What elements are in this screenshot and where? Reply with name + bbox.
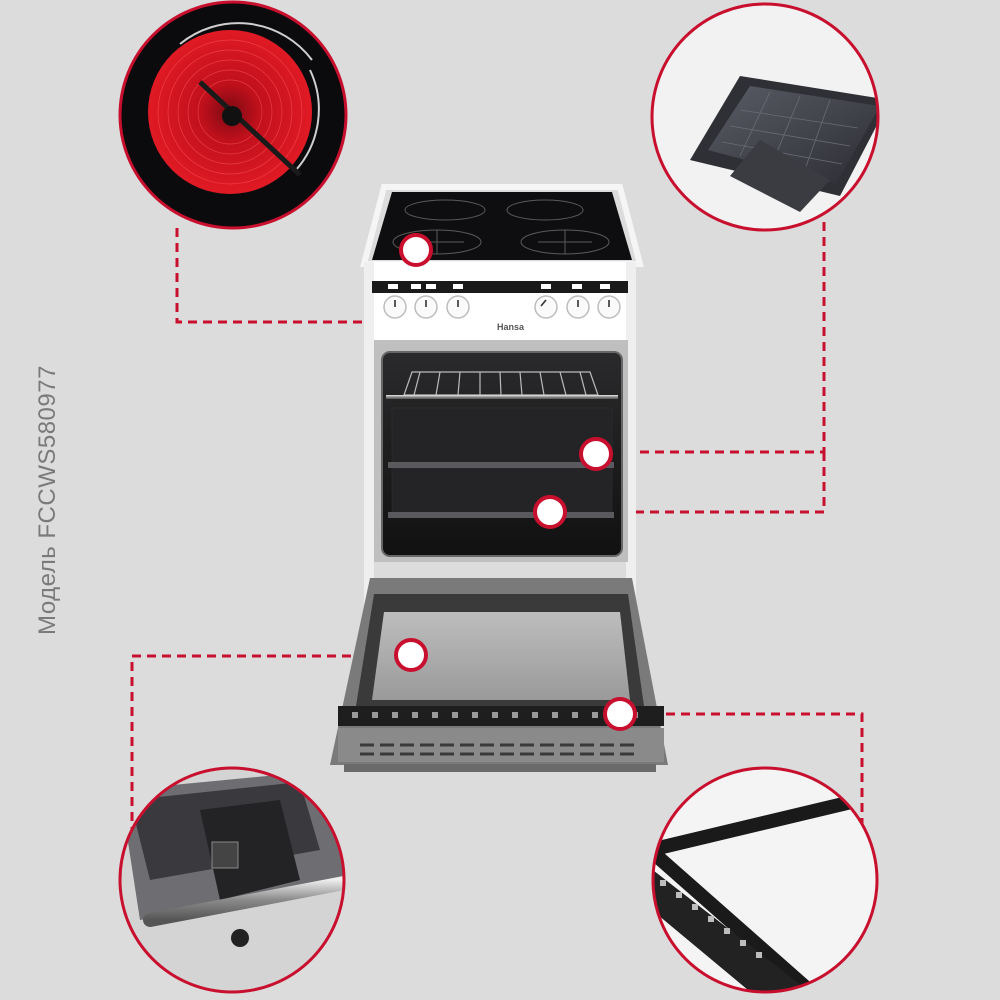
hotspot-door-print[interactable] (603, 697, 637, 731)
hotspot-door-glass[interactable] (394, 638, 428, 672)
oven (330, 184, 668, 772)
hotspot-hob[interactable] (399, 233, 433, 267)
control-strip (372, 281, 628, 293)
knob (534, 295, 558, 319)
model-label: Модель FCCWS580977 (34, 365, 61, 635)
oven-side-shade (364, 262, 374, 662)
door-hinge-icon (120, 770, 344, 947)
door-print-strip (338, 706, 664, 726)
connector-trays-upper (610, 222, 826, 454)
door-glass-icon (653, 792, 877, 992)
wire-rack (403, 371, 599, 396)
oven-tray-upper (388, 462, 614, 468)
door-glass (372, 612, 630, 700)
hotspot-tray-upper[interactable] (579, 437, 613, 471)
cavity-texture (391, 407, 613, 515)
oven-tray-lower (388, 512, 614, 518)
connector-trays-lower (565, 452, 826, 514)
baking-tray-icon (690, 76, 878, 212)
connector-door-hinge (130, 654, 396, 830)
connector-door-glass (636, 712, 864, 830)
callout-door-hinge (118, 766, 346, 994)
callout-baking-trays (650, 2, 880, 232)
hotspot-tray-lower[interactable] (533, 495, 567, 529)
hotspots (394, 233, 637, 731)
hob-frame (360, 184, 644, 267)
callout-door-glass (651, 766, 879, 994)
brand-logo-text: Hansa (497, 322, 525, 332)
callout-heating-zone (118, 0, 348, 230)
